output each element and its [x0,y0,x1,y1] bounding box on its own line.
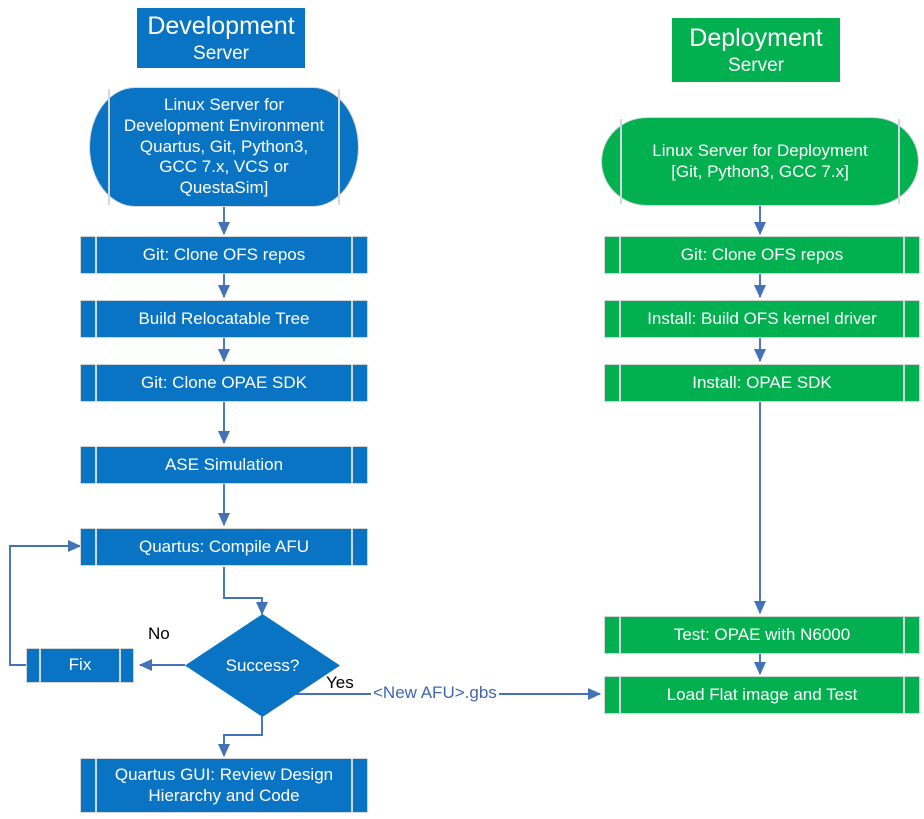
dev-decision-success[interactable]: Success? [185,614,340,717]
dev-step-label: Quartus: Compile AFU [138,536,310,556]
dev-step-label: Quartus GUI: Review Design Hierarchy and… [114,764,334,805]
cross-link-artifact-label: <New AFU>.gbs [371,683,499,703]
process-rule-right [903,301,905,337]
dev-fix-box[interactable]: Fix [26,648,134,683]
dep-step-test-opae-with-n6000[interactable]: Test: OPAE with N6000 [604,616,920,654]
process-rule-right [351,447,353,483]
dep-step-label: Test: OPAE with N6000 [673,624,851,644]
dev-decision-label: Success? [225,655,300,675]
cylinder-rule-right [338,89,340,205]
process-rule-left [95,237,97,273]
decision-yes-label: Yes [326,673,354,692]
deployment-server-cylinder: Linux Server for Deployment [Git, Python… [601,117,919,206]
dev-step-git-clone-ofs-repos[interactable]: Git: Clone OFS repos [80,236,368,274]
process-rule-left [95,365,97,401]
development-header-banner: Development Server [137,8,305,68]
deployment-header-banner: Deployment Server [672,18,840,82]
development-server-cylinder: Linux Server for Development Environment… [89,87,359,207]
dep-step-install-build-ofs-kernel-driver[interactable]: Install: Build OFS kernel driver [604,300,920,338]
dep-step-install-opae-sdk[interactable]: Install: OPAE SDK [604,364,920,402]
process-rule-right [351,365,353,401]
process-rule-left [95,301,97,337]
development-server-text: Linux Server for Development Environment… [123,95,325,198]
process-rule-right [903,237,905,273]
dev-step-build-relocatable-tree[interactable]: Build Relocatable Tree [80,300,368,338]
process-rule-right [351,301,353,337]
dev-step-quartus-gui-review[interactable]: Quartus GUI: Review Design Hierarchy and… [80,758,368,813]
dep-step-load-flat-image-and-test[interactable]: Load Flat image and Test [604,676,920,714]
process-rule-left [619,677,621,713]
dev-fix-label: Fix [68,655,92,675]
dep-step-label: Install: OPAE SDK [692,372,832,392]
dep-step-label: Git: Clone OFS repos [680,244,844,264]
dev-step-git-clone-opae-sdk[interactable]: Git: Clone OPAE SDK [80,364,368,402]
dev-step-label: Git: Clone OPAE SDK [141,372,307,392]
cylinder-rule-right [898,119,900,204]
dev-step-label: Git: Clone OFS repos [142,244,306,264]
process-rule-right [351,529,353,565]
dep-step-label: Load Flat image and Test [666,684,858,704]
decision-no-label: No [148,624,170,643]
dev-step-ase-simulation[interactable]: ASE Simulation [80,446,368,484]
process-rule-left [619,301,621,337]
process-rule-right [903,617,905,653]
cylinder-rule-left [108,89,110,205]
deployment-header-subtitle: Server [728,54,784,76]
connector-dev-compile-to-decision [223,567,269,616]
process-rule-left [39,649,41,682]
process-rule-left [95,759,97,812]
dev-step-label: ASE Simulation [164,454,284,474]
process-rule-right [351,237,353,273]
deployment-server-text: Linux Server for Deployment [Git, Python… [652,140,868,181]
process-rule-right [903,677,905,713]
dep-step-label: Install: Build OFS kernel driver [647,308,877,328]
deployment-header-title: Deployment [689,24,823,53]
process-rule-left [619,617,621,653]
diamond-shape [185,614,340,717]
dep-step-git-clone-ofs-repos[interactable]: Git: Clone OFS repos [604,236,920,274]
development-header-subtitle: Server [193,42,249,64]
process-rule-left [95,529,97,565]
development-header-title: Development [147,12,295,41]
connector-decision-to-review [217,716,263,758]
process-rule-right [351,759,353,812]
dev-step-quartus-compile-afu[interactable]: Quartus: Compile AFU [80,528,368,566]
cylinder-rule-left [620,119,622,204]
process-rule-right [119,649,121,682]
process-rule-left [619,237,621,273]
process-rule-left [619,365,621,401]
process-rule-left [95,447,97,483]
dev-step-label: Build Relocatable Tree [138,308,310,328]
process-rule-right [903,365,905,401]
